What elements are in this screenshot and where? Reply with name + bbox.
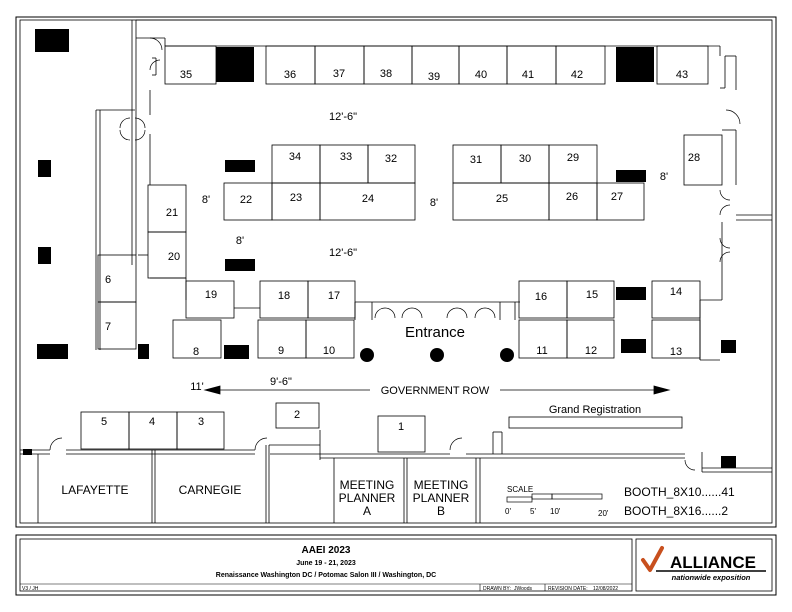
title-block-inner — [19, 538, 633, 592]
meeting-b-line3: B — [437, 504, 445, 518]
booth-32-label: 32 — [385, 153, 397, 165]
booth-42-label: 42 — [571, 69, 583, 81]
legend-8x16: BOOTH_8X16......2 — [624, 504, 728, 518]
door-swings — [49, 37, 741, 471]
plan-inner-border — [19, 19, 773, 524]
booth-19-label: 19 — [205, 289, 217, 301]
booth-25-label: 25 — [496, 193, 508, 205]
gap-lower-left-label: 8' — [236, 235, 244, 247]
booth-39-label: 39 — [428, 71, 440, 83]
booth-labels: 35 36 37 38 39 40 41 42 43 34 33 32 22 2… — [101, 68, 700, 433]
booth-15-label: 15 — [586, 289, 598, 301]
booth-1-label: 1 — [398, 421, 404, 433]
booth-24-label: 24 — [362, 193, 374, 205]
booth-9-label: 9 — [278, 345, 284, 357]
booth-2-label: 2 — [294, 409, 300, 421]
meeting-a-line1: MEETING — [340, 478, 395, 492]
booth-40-label: 40 — [475, 69, 487, 81]
booth-37-label: 37 — [333, 68, 345, 80]
legend-8x10: BOOTH_8X10......41 — [624, 485, 735, 499]
booth-21-label: 21 — [166, 207, 178, 219]
gap-left-label: 8' — [202, 194, 210, 206]
booth-18-label: 18 — [278, 290, 290, 302]
drawn-by-value: JWoods — [514, 586, 532, 592]
room-lafayette: LAFAYETTE — [61, 483, 128, 497]
event-title: AAEI 2023 — [302, 545, 351, 556]
aisle-top-label: 12'-6" — [329, 111, 357, 123]
scale-ticks: 0' 5' 10' 20' — [505, 507, 609, 518]
booth-11-label: 11 — [536, 345, 547, 357]
booth-26-label: 26 — [566, 191, 578, 203]
scale-tick-5: 5' — [530, 507, 536, 516]
booth-17-label: 17 — [328, 290, 340, 302]
title-block-border — [15, 534, 777, 596]
room-walls — [20, 430, 772, 523]
aisle-labels: 12'-6" 12'-6" 8' 8' 8' 8' 11' 9'-6" — [190, 111, 668, 393]
scale-tick-0: 0' — [505, 507, 511, 516]
meeting-b-line1: MEETING — [414, 478, 469, 492]
booth-35-label: 35 — [180, 69, 192, 81]
event-venue: Renaissance Washington DC / Potomac Salo… — [216, 572, 436, 579]
plan-border — [15, 16, 777, 528]
aisle-mid-label: 12'-6" — [329, 247, 357, 259]
booth-22-label: 22 — [240, 194, 252, 206]
grand-registration-label: Grand Registration — [549, 404, 641, 416]
booth-13-label: 13 — [670, 346, 682, 358]
booth-23-label: 23 — [290, 192, 302, 204]
row-width-label: 11' — [190, 381, 204, 393]
row-depth-label: 9'-6" — [270, 376, 292, 388]
room-meeting-a: MEETING PLANNER A — [339, 478, 396, 518]
booth-10-label: 10 — [323, 345, 335, 357]
meeting-b-line2: PLANNER — [413, 491, 470, 505]
booth-33-label: 33 — [340, 151, 352, 163]
booth-3-label: 3 — [198, 416, 204, 428]
room-meeting-b: MEETING PLANNER B — [413, 478, 470, 518]
drawn-by-label: DRAWN BY: — [483, 586, 511, 592]
meeting-a-line3: A — [363, 504, 371, 518]
meeting-a-line2: PLANNER — [339, 491, 396, 505]
booth-27-label: 27 — [611, 191, 623, 203]
alliance-logo: ALLIANCE nationwide exposition — [641, 546, 766, 582]
entrance-label: Entrance — [405, 324, 465, 341]
checkmark-icon — [641, 546, 664, 572]
booth-31-label: 31 — [470, 154, 482, 166]
scale-tick-10: 10' — [550, 507, 561, 516]
booth-36-label: 36 — [284, 69, 296, 81]
booth-43-label: 43 — [676, 69, 688, 81]
scale-title: SCALE — [507, 485, 533, 494]
gap-right-label: 8' — [660, 171, 668, 183]
logo-box — [635, 538, 773, 592]
pillars — [23, 29, 736, 468]
booth-41-label: 41 — [522, 69, 534, 81]
booth-34-label: 34 — [289, 151, 301, 163]
booth-30-label: 30 — [519, 153, 531, 165]
scale-tick-20: 20' — [598, 509, 609, 518]
revision-date-value: 12/08/2022 — [593, 586, 618, 592]
government-row-arrow — [203, 385, 671, 395]
event-dates: June 19 - 21, 2023 — [296, 560, 356, 567]
booth-7-label: 7 — [105, 321, 111, 333]
booth-8-label: 8 — [193, 346, 199, 358]
booth-14-label: 14 — [670, 286, 682, 298]
logo-subtitle: nationwide exposition — [672, 573, 751, 582]
booth-grid — [80, 45, 723, 453]
gap-center-label: 8' — [430, 197, 438, 209]
version-label: V3 / JH — [22, 586, 39, 592]
logo-text: ALLIANCE — [670, 553, 756, 572]
revision-date-label: REVISION DATE: — [548, 586, 588, 592]
booth-16-label: 16 — [535, 291, 547, 303]
room-carnegie: CARNEGIE — [179, 483, 242, 497]
booth-12-label: 12 — [585, 345, 597, 357]
booth-29-label: 29 — [567, 152, 579, 164]
booth-6-label: 6 — [105, 274, 111, 286]
government-row-label: GOVERNMENT ROW — [381, 385, 490, 397]
scale-bar — [506, 493, 603, 503]
booth-5-label: 5 — [101, 416, 107, 428]
booth-38-label: 38 — [380, 68, 392, 80]
booth-4-label: 4 — [149, 416, 155, 428]
booth-28-label: 28 — [688, 152, 700, 164]
booth-20-label: 20 — [168, 251, 180, 263]
